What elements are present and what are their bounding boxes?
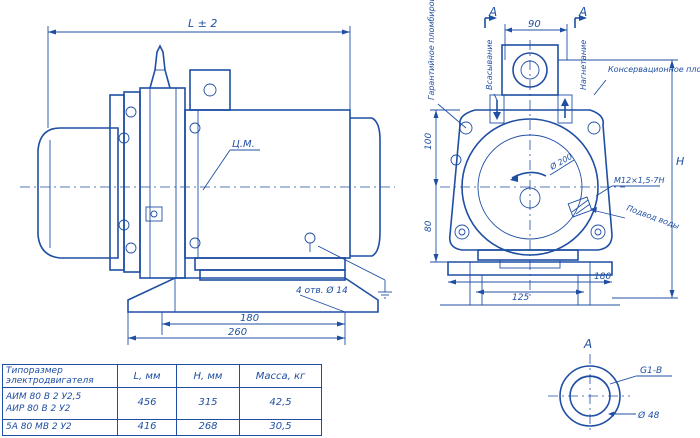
ground-screw [304, 232, 316, 244]
center-mark-label: Ц.М. [232, 139, 255, 150]
header-length: L, мм [117, 364, 177, 388]
table-row: АИМ 80 В 2 У2,5 АИР 80 В 2 У2 456 315 42… [2, 387, 322, 420]
mass-cell: 30,5 [239, 418, 322, 437]
section-marker-left: А [488, 5, 497, 19]
holes-label: 4 отв. Ø 14 [296, 285, 348, 296]
impeller-housing [461, 118, 599, 256]
end-view: А А 90 [424, 0, 700, 306]
header-motor-type: Типоразмер электродвигателя [2, 364, 118, 388]
discharge-port [512, 52, 548, 88]
terminal-box [189, 69, 231, 111]
lower-dimension-label: 80 [424, 220, 434, 232]
detail-a-title: А [583, 337, 592, 351]
detail-a-outer-circle [559, 365, 621, 427]
ground-leader [317, 245, 386, 281]
pump-flange [109, 94, 125, 271]
motor-end-shield [139, 87, 186, 279]
length-cell: 416 [117, 418, 177, 437]
section-marker-right: А [578, 5, 587, 19]
suction-label: Всасывание [485, 39, 494, 90]
height-cell: 268 [176, 418, 240, 437]
bolt-spacing-label: 180 [240, 313, 259, 324]
length-cell: 456 [117, 387, 177, 420]
discharge-arrow-icon [561, 98, 569, 106]
top-dimension-label: 90 [528, 19, 541, 30]
suction-arrow-icon [493, 112, 501, 120]
rotation-arrow-icon [510, 174, 518, 182]
height-label: H [676, 155, 684, 168]
diameter-label: Ø 200 [547, 151, 574, 172]
shaft-center [519, 187, 541, 209]
detail-a: А G1-В Ø 48 [548, 337, 672, 430]
overall-length-label: L ± 2 [188, 17, 217, 30]
motor-type-cell: 5А 80 МВ 2 У2 [2, 418, 118, 437]
suction-nozzle [149, 44, 171, 89]
base-length-label: 260 [228, 327, 247, 338]
header-height: H, мм [176, 364, 240, 388]
motor-type-1: АИМ 80 В 2 У2,5 [6, 392, 82, 403]
water-inlet [567, 196, 593, 218]
gland-label: Гарантийное пломбирование [427, 0, 436, 100]
motor-fan-cover [350, 117, 381, 257]
bolt-span-label: 125 [512, 293, 529, 303]
thread-label: M12×1,5-7H [614, 176, 665, 185]
motor-type-2: АИР 80 В 2 У2 [6, 404, 71, 415]
header-mass: Масса, кг [239, 364, 322, 388]
preserve-label: Консервационное пломбирование [608, 65, 700, 74]
base-width-label: 180 [594, 272, 611, 282]
motor-type-cell: АИМ 80 В 2 У2,5 АИР 80 В 2 У2 [2, 387, 118, 420]
spec-table-header: Типоразмер электродвигателя L, мм H, мм … [2, 364, 322, 388]
detail-a-thread-circle [569, 375, 611, 417]
motor-body [184, 109, 351, 259]
spec-table: Типоразмер электродвигателя L, мм H, мм … [2, 364, 322, 437]
table-row: 5А 80 МВ 2 У2 416 268 30,5 [2, 418, 322, 437]
end-base [447, 261, 613, 276]
mass-cell: 42,5 [239, 387, 322, 420]
height-cell: 315 [176, 387, 240, 420]
pump-casing [37, 127, 119, 259]
detail-a-thread-label: G1-В [640, 366, 662, 376]
discharge-label: Нагнетание [579, 40, 588, 90]
drain-plug [145, 206, 163, 222]
upper-dimension-label: 100 [424, 133, 434, 150]
side-view: L ± 2 [20, 17, 395, 345]
detail-a-diameter-label: Ø 48 [637, 410, 660, 421]
pump-housing [448, 109, 613, 251]
pump-head [501, 44, 559, 96]
